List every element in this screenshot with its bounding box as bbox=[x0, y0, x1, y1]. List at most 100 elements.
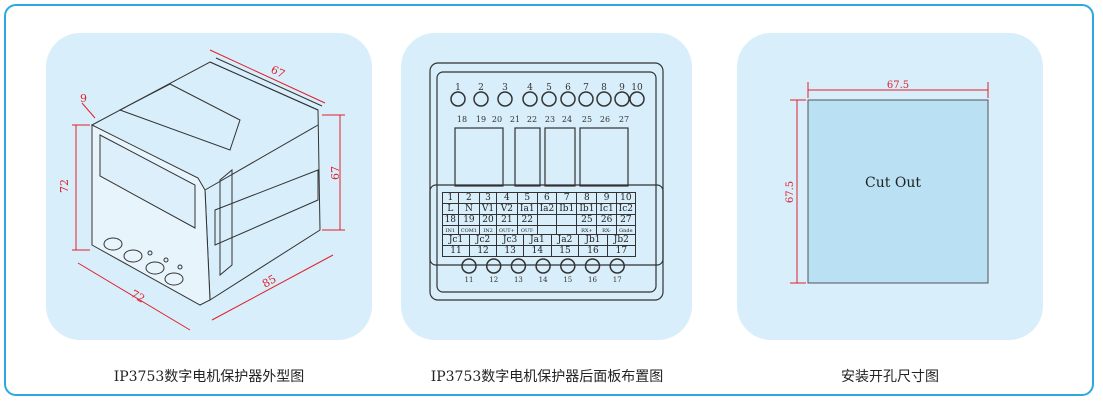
panel-cutout: Cut Out 67.5 67.5 bbox=[737, 33, 1043, 340]
terminal-cell: 5 bbox=[516, 192, 538, 204]
terminal-cell: 10 bbox=[615, 192, 637, 204]
terminal-screw-9 bbox=[614, 91, 630, 107]
terminal-cell: N bbox=[457, 203, 481, 215]
terminal-label: 21 bbox=[510, 115, 520, 124]
terminal-label: 24 bbox=[562, 115, 572, 124]
terminal-cell: 14 bbox=[523, 245, 552, 257]
terminal-cell: 25 bbox=[576, 214, 598, 226]
terminal-label: 14 bbox=[539, 276, 548, 284]
terminal-cell: Jc1 bbox=[441, 234, 471, 246]
terminal-cell: L bbox=[442, 203, 459, 215]
terminal-label: 4 bbox=[527, 83, 533, 93]
terminal-cell: 3 bbox=[479, 192, 497, 204]
terminal-label: 25 bbox=[582, 115, 592, 124]
caption-exterior: IP3753数字电机保护器外型图 bbox=[113, 369, 305, 385]
outer-border bbox=[4, 4, 1094, 396]
terminal-label: 10 bbox=[631, 83, 643, 93]
terminal-cell: 18 bbox=[442, 214, 459, 226]
cutout-rect bbox=[807, 99, 989, 284]
terminal-cell: Jc2 bbox=[469, 234, 498, 246]
terminal-cell: 9 bbox=[596, 192, 617, 204]
terminal-label: 18 bbox=[457, 115, 467, 124]
terminal-label: 9 bbox=[619, 83, 625, 93]
terminal-screw-11 bbox=[461, 258, 477, 274]
terminal-screw-15 bbox=[560, 258, 576, 274]
dim-bezel: 9 bbox=[80, 92, 87, 105]
panel-exterior: 67 9 72 67 72 85 bbox=[46, 33, 372, 340]
terminal-cell: V1 bbox=[479, 203, 497, 215]
terminal-cell: 20 bbox=[479, 214, 497, 226]
terminal-screw-1 bbox=[450, 91, 466, 107]
terminal-cell: 16 bbox=[578, 245, 608, 257]
terminal-cell: 11 bbox=[441, 245, 471, 257]
dim-front-height: 72 bbox=[58, 179, 71, 193]
terminal-label: 20 bbox=[492, 115, 502, 124]
terminal-cell: Jc3 bbox=[496, 234, 525, 246]
terminal-cell: Jb2 bbox=[606, 234, 637, 246]
dim-side-height: 67 bbox=[329, 166, 342, 180]
terminal-cell: 17 bbox=[606, 245, 637, 257]
terminal-cell bbox=[556, 214, 578, 226]
terminal-label: 1 bbox=[455, 83, 461, 93]
terminal-cell: 12 bbox=[469, 245, 498, 257]
terminal-cell: 6 bbox=[536, 192, 558, 204]
terminal-screw-14 bbox=[535, 258, 551, 274]
terminal-cell: V2 bbox=[495, 203, 518, 215]
terminal-cell: 13 bbox=[496, 245, 525, 257]
terminal-label: 16 bbox=[588, 276, 597, 284]
terminal-screw-12 bbox=[485, 258, 502, 274]
terminal-cell: 8 bbox=[576, 192, 598, 204]
terminal-screw-6 bbox=[560, 91, 576, 107]
terminal-cell: Jb1 bbox=[578, 234, 608, 246]
dim-width: 67.5 bbox=[887, 80, 909, 91]
terminal-screw-13 bbox=[510, 258, 527, 274]
terminal-screw-17 bbox=[609, 258, 625, 274]
terminal-cell: Ic1 bbox=[596, 203, 617, 215]
terminal-screw-16 bbox=[584, 258, 601, 274]
terminal-label: 26 bbox=[600, 115, 610, 124]
terminal-screw-10 bbox=[629, 91, 645, 107]
terminal-screw-5 bbox=[541, 91, 557, 107]
terminal-cell: Ja1 bbox=[523, 234, 552, 246]
terminal-label: 23 bbox=[545, 115, 555, 124]
terminal-cell: 26 bbox=[596, 214, 617, 226]
terminal-cell: 19 bbox=[457, 214, 481, 226]
terminal-cell: Ia1 bbox=[516, 203, 538, 215]
terminal-label: 7 bbox=[583, 83, 589, 93]
dim-height: 67.5 bbox=[785, 181, 796, 203]
device-exterior-drawing: 67 9 72 67 72 85 bbox=[58, 49, 345, 331]
terminal-label: 15 bbox=[563, 276, 572, 284]
terminal-label: 11 bbox=[465, 276, 474, 284]
terminal-cell bbox=[536, 214, 558, 226]
cutout-drawing: Cut Out 67.5 67.5 bbox=[785, 80, 989, 284]
caption-cutout: 安装开孔尺寸图 bbox=[841, 369, 939, 385]
cutout-label: Cut Out bbox=[865, 175, 921, 191]
terminal-label: 6 bbox=[565, 83, 571, 93]
caption-rear: IP3753数字电机保护器后面板布置图 bbox=[430, 369, 664, 385]
terminal-cell: 21 bbox=[495, 214, 518, 226]
terminal-screw-8 bbox=[596, 91, 612, 107]
terminal-label: 17 bbox=[613, 276, 622, 284]
dim-length: 85 bbox=[260, 272, 279, 290]
dim-front-width: 72 bbox=[129, 287, 148, 305]
terminal-cell: 15 bbox=[550, 245, 580, 257]
terminal-label: 12 bbox=[489, 276, 498, 284]
terminal-label: 22 bbox=[527, 115, 537, 124]
dim-depth-top: 67 bbox=[269, 63, 287, 81]
terminal-label: 8 bbox=[601, 83, 607, 93]
terminal-screw-2 bbox=[473, 91, 489, 107]
terminal-screw-7 bbox=[578, 91, 594, 107]
terminal-screw-3 bbox=[497, 91, 513, 107]
terminal-label: 13 bbox=[514, 276, 523, 284]
terminal-cell: Ja2 bbox=[550, 234, 580, 246]
terminal-screw-4 bbox=[522, 91, 538, 107]
terminal-label: 5 bbox=[546, 83, 552, 93]
terminal-cell: Ia2 bbox=[536, 203, 558, 215]
terminal-label: 2 bbox=[478, 83, 484, 93]
terminal-cell: 27 bbox=[615, 214, 637, 226]
